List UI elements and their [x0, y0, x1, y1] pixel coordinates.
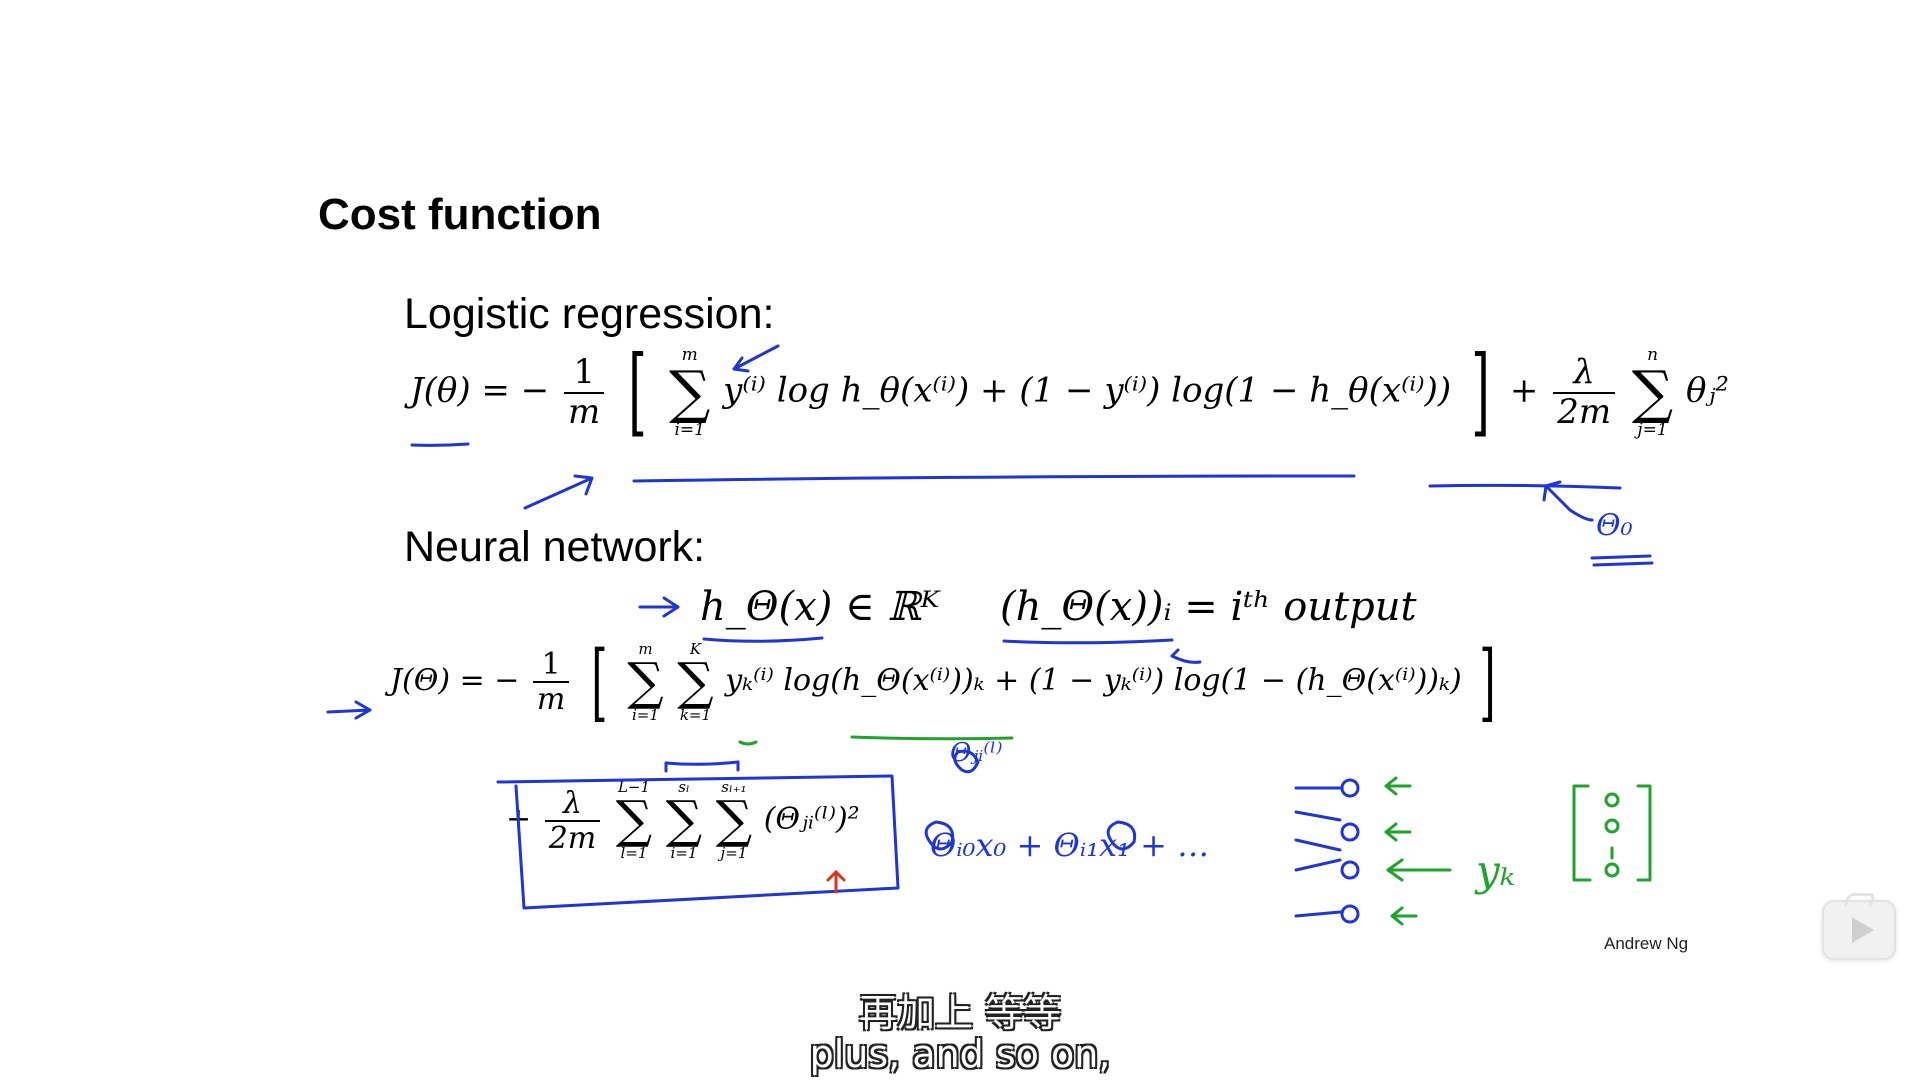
- sigma-symbol: ∑: [665, 791, 703, 850]
- green-arrow-4: [1390, 906, 1418, 926]
- right-bracket: ]: [1479, 633, 1496, 731]
- left-bracket: [: [628, 337, 647, 447]
- nn-sum1-upper: m: [638, 639, 653, 658]
- nn-sum2-lower: k=1: [679, 705, 712, 724]
- sigma-symbol: ∑: [615, 791, 653, 850]
- green-arrow-1: [1384, 776, 1412, 796]
- lr-sum: m ∑ i=1: [669, 344, 711, 440]
- sigma-symbol: ∑: [677, 652, 714, 712]
- output-definition: (h_Θ(x))ᵢ = iᵗʰ output: [1000, 584, 1417, 630]
- lr-reg-num: λ: [1553, 353, 1616, 394]
- nn-reg-den: 2m: [548, 820, 597, 856]
- nn-frac-num: 1: [532, 648, 570, 683]
- arrow-to-fraction: [523, 474, 594, 510]
- lr-lhs: J(θ) = −: [410, 370, 550, 411]
- underline-k-index: [664, 760, 740, 766]
- nn-reg-sum3-lower: j=1: [720, 844, 748, 862]
- lr-sum-upper: m: [681, 344, 698, 365]
- play-icon[interactable]: [1822, 900, 1896, 960]
- underline-yk: [738, 740, 758, 746]
- vector-entries: [1604, 792, 1620, 878]
- nn-reg-body: (Θⱼᵢ⁽ˡ⁾)²: [763, 801, 860, 837]
- nn-reg-sum-l: L−1 ∑ l=1: [616, 780, 652, 861]
- underline-lr-reg: [1428, 483, 1622, 490]
- nn-reg-fraction: λ 2m: [544, 787, 601, 856]
- nn-reg-sum-j: sₗ₊₁ ∑ j=1: [716, 780, 752, 861]
- theta-zero-underline: [1590, 554, 1654, 567]
- nn-sum-k: K ∑ k=1: [677, 639, 714, 724]
- lr-sum-lower: i=1: [674, 419, 705, 440]
- underline-j-theta: [410, 442, 470, 447]
- sigma-symbol: ∑: [627, 652, 664, 712]
- nn-reg-sum1-lower: l=1: [620, 844, 648, 862]
- subtitle-chinese: 再加上 等等: [858, 991, 1062, 1035]
- section-logistic-regression: Logistic regression:: [404, 290, 775, 338]
- vector-right-bracket: [1636, 784, 1652, 882]
- lr-reg-sum: n ∑ j=1: [1631, 344, 1674, 440]
- handwritten-expansion: Θᵢ₀x₀ + Θᵢ₁x₁ + …: [930, 826, 1210, 864]
- subtitle-english: plus, and so on,: [809, 1032, 1111, 1076]
- nn-sum2-upper: K: [689, 639, 702, 658]
- right-bracket: ]: [1471, 337, 1490, 447]
- nn-frac-den: m: [536, 682, 566, 717]
- lr-frac-num: 1: [564, 353, 605, 394]
- sigma-symbol: ∑: [669, 357, 711, 426]
- network-lines: [1294, 786, 1342, 918]
- nn-sum1-lower: i=1: [632, 705, 659, 724]
- left-bracket: [: [591, 633, 608, 731]
- nn-sum-i: m ∑ i=1: [627, 639, 664, 724]
- vector-left-bracket: [1572, 784, 1592, 882]
- nn-reg-sum2-lower: i=1: [670, 844, 698, 862]
- logistic-cost-formula: J(θ) = − 1 m [ m ∑ i=1 y⁽ⁱ⁾ log h_θ(x⁽ⁱ⁾…: [410, 337, 1730, 447]
- underline-lr-body: [632, 474, 1356, 483]
- nn-lhs: J(Θ) = −: [390, 663, 520, 698]
- green-arrow-2: [1384, 822, 1412, 842]
- sigma-symbol: ∑: [715, 791, 753, 850]
- theta-zero-curve: [1568, 508, 1594, 522]
- arrow-to-nn-cost: [326, 700, 372, 720]
- lr-reg-fraction: λ 2m: [1553, 353, 1616, 432]
- nn-reg-num: λ: [544, 787, 601, 822]
- lr-reg-sum-lower: j=1: [1637, 419, 1668, 440]
- nn-reg-plus: +: [506, 801, 532, 837]
- handwritten-yk: yₖ: [1476, 846, 1516, 895]
- green-arrow-3: [1386, 858, 1452, 882]
- arrow-to-reg: [1542, 480, 1572, 512]
- lr-body: y⁽ⁱ⁾ log h_θ(x⁽ⁱ⁾) + (1 − y⁽ⁱ⁾) log(1 − …: [723, 370, 1452, 411]
- handwritten-theta-zero: Θ₀: [1596, 508, 1633, 543]
- handwritten-theta-ji: Θⱼᵢ⁽ˡ⁾: [950, 738, 1003, 768]
- section-neural-network: Neural network:: [404, 523, 706, 571]
- nn-cost-formula: J(Θ) = − 1 m [ m ∑ i=1 K ∑ k=1 yₖ⁽ⁱ⁾ log…: [390, 640, 1504, 724]
- hypothesis-definition: h_Θ(x) ∈ ℝᴷ: [700, 584, 940, 630]
- network-nodes: [1340, 778, 1360, 924]
- nn-fraction: 1 m: [532, 648, 570, 717]
- plus-sign: +: [1509, 370, 1539, 411]
- arrow-to-hypothesis: [638, 596, 680, 618]
- red-arrow-up: [826, 869, 846, 894]
- nn-body: yₖ⁽ⁱ⁾ log(h_Θ(x⁽ⁱ⁾))ₖ + (1 − yₖ⁽ⁱ⁾) log(…: [725, 663, 1462, 698]
- lr-reg-den: 2m: [1557, 391, 1612, 432]
- underline-k-drop: [664, 760, 740, 773]
- lr-reg-body: θⱼ²: [1685, 370, 1730, 411]
- sigma-symbol: ∑: [1631, 357, 1674, 426]
- nn-reg-sum-i: sₗ ∑ i=1: [666, 780, 702, 861]
- lr-fraction: 1 m: [564, 353, 605, 432]
- lr-reg-sum-upper: n: [1647, 344, 1659, 365]
- lr-frac-den: m: [568, 391, 601, 432]
- nn-regularization-term: + λ 2m L−1 ∑ l=1 sₗ ∑ i=1 sₗ₊₁ ∑ j=1 (Θⱼ…: [506, 780, 860, 861]
- author-credit: Andrew Ng: [1604, 934, 1689, 953]
- slide-title: Cost function: [318, 190, 602, 239]
